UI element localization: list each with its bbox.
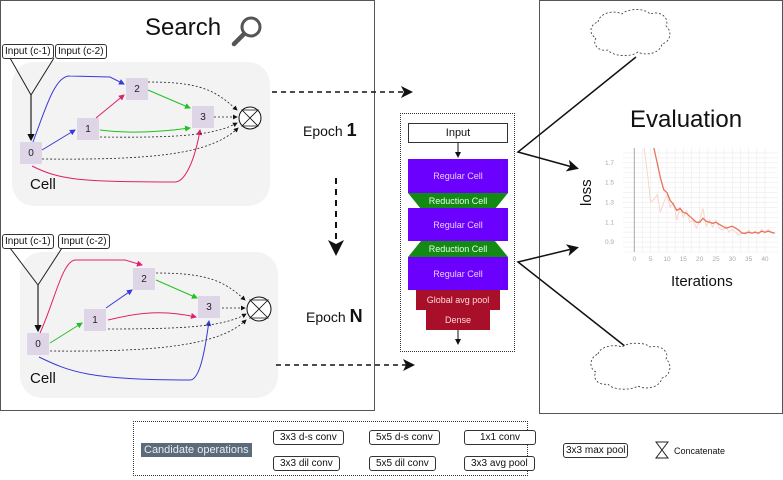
input-c-1-label: Input (c-1) [2, 234, 54, 249]
input-c-2-label: Input (c-2) [55, 44, 107, 59]
query-label-bottom: Query [608, 359, 649, 376]
epoch-value: 1 [346, 120, 357, 140]
regular-cell-block: Regular Cell [408, 159, 508, 193]
cell-node-3: 3 [192, 106, 214, 128]
cell-node-1: 1 [84, 309, 106, 331]
op-3x3-dil-conv: 3x3 dil conv [273, 456, 340, 471]
cell-node-0: 0 [27, 333, 49, 355]
op-3x3-ds-conv: 3x3 d-s conv [273, 430, 344, 445]
search-title: Search [145, 14, 222, 41]
regular-cell-block: Regular Cell [408, 257, 508, 290]
input-c-2-label: Input (c-2) [58, 234, 110, 249]
evaluation-panel [539, 0, 783, 414]
epoch-value: N [349, 306, 363, 326]
op-5x5-dil-conv: 5x5 dil conv [369, 456, 436, 471]
dense-block: Dense [426, 310, 490, 330]
regular-cell-block: Regular Cell [408, 208, 508, 241]
network-input-block: Input [408, 123, 508, 143]
concatenate-label: Concatenate [674, 446, 726, 456]
epoch-prefix: Epoch [306, 309, 350, 325]
cell-label: Cell [30, 370, 56, 387]
global-avg-pool-block: Global avg pool [416, 290, 500, 310]
op-3x3-avg-pool: 3x3 avg pool [464, 456, 535, 471]
cell-node-1: 1 [77, 118, 99, 140]
reduction-cell-block: Reduction Cell [408, 241, 508, 257]
op-5x5-ds-conv: 5x5 d-s conv [369, 430, 440, 445]
cell-label: Cell [30, 176, 56, 193]
epoch-n-label: Epoch N [306, 306, 363, 327]
reduction-cell-block: Reduction Cell [408, 193, 508, 209]
cell-node-2: 2 [126, 78, 148, 100]
magnifier-icon [231, 16, 262, 47]
candidate-operations-legend [133, 421, 528, 476]
op-3x3-max-pool: 3x3 max pool [563, 443, 629, 458]
cell-node-2: 2 [133, 268, 155, 290]
network-architecture-box [400, 113, 515, 352]
y-axis-label: loss [578, 179, 595, 206]
x-axis-label: Iterations [671, 273, 733, 290]
query-label-top: Query [608, 26, 649, 43]
op-1x1-conv: 1x1 conv [464, 430, 537, 445]
input-c-1-label: Input (c-1) [2, 44, 54, 59]
epoch-1-label: Epoch 1 [303, 120, 357, 141]
evaluation-title: Evaluation [630, 106, 743, 133]
cell-node-3: 3 [198, 296, 220, 318]
hourglass-concat-icon [655, 441, 669, 459]
epoch-prefix: Epoch [303, 123, 347, 139]
cell-node-0: 0 [20, 142, 42, 164]
candidate-operations-label: Candidate operations [141, 443, 252, 457]
